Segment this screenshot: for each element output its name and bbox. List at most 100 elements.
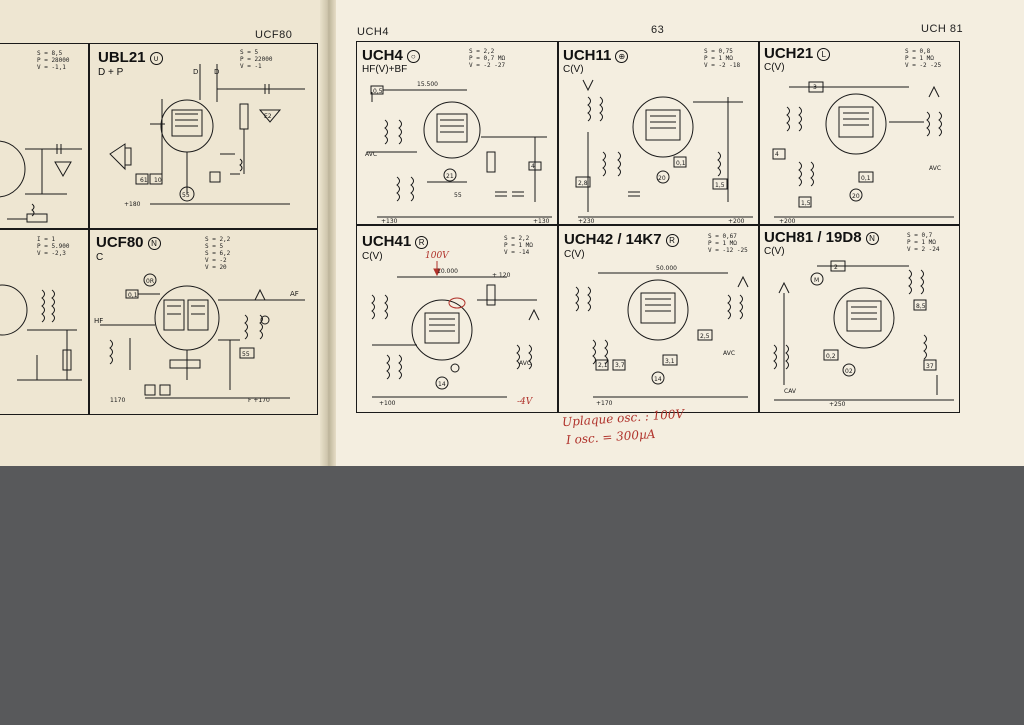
book-gutter (320, 0, 336, 466)
svg-text:1,5: 1,5 (715, 182, 725, 189)
base-type-badge: R (415, 235, 429, 249)
svg-text:14: 14 (438, 381, 446, 388)
scanner-background (0, 466, 1024, 725)
tube-title-text: UCH41 (362, 233, 412, 250)
svg-text:15.500: 15.500 (417, 81, 438, 88)
page-number: 63 (651, 24, 665, 36)
base-type-badge: ∪ (149, 51, 163, 65)
svg-text:37: 37 (926, 363, 934, 370)
svg-text:HF: HF (94, 317, 103, 325)
svg-text:0,1: 0,1 (861, 175, 871, 182)
handwritten-mark-neg4v: -4V (517, 397, 533, 407)
partial-schematic-cell-bottom: I = 1 P = 5.900 V = -2,3 (0, 229, 89, 415)
tube-specs: S = 2,2 S = 5 S = 6,2 V = -2 V = 20 (205, 236, 231, 271)
left-page (0, 0, 326, 466)
schematic-cell-ubl21: UBL21∪ D + P S = 5 P = 22000 V = -1 (89, 43, 318, 229)
svg-text:4: 4 (775, 151, 779, 158)
base-type-badge: R (665, 233, 679, 247)
tube-title-text: UCF80 (96, 234, 144, 251)
tube-function: C(V) (362, 251, 383, 262)
svg-text:AVC: AVC (929, 165, 941, 172)
schematic-uch4: 0,5 15.500 21 55 4 AVC +130 +130 (365, 81, 552, 225)
tube-function: D + P (98, 67, 124, 78)
schematic-uch41: 10.000 + 120 14 +100 AVC (371, 261, 540, 407)
schematic-cell-uch4: UCH4○ HF(V)+BF S = 2,2 P = 0,7 MΩ V = -2… (356, 41, 559, 226)
tube-specs: S = 0,67 P = 1 MΩ V = -12 -25 (708, 233, 748, 254)
svg-text:+ 120: + 120 (492, 272, 511, 279)
tube-specs: S = 0,75 P = 1 MΩ V = -2 -18 (704, 48, 741, 69)
svg-text:10: 10 (154, 177, 162, 184)
svg-text:+170: +170 (596, 400, 613, 407)
tube-function: C(V) (564, 249, 585, 260)
svg-text:AVC: AVC (519, 360, 531, 367)
schematic-ubl21: D D 61 10 55 +180 E2 (109, 64, 305, 208)
schematic-cell-uch11: UCH11⊕ C(V) S = 0,75 P = 1 MΩ V = -2 -18 (557, 41, 760, 226)
tube-title-text: UCH11 (563, 47, 612, 64)
partial-specs-bottom: I = 1 P = 5.900 V = -2,3 (37, 236, 70, 257)
svg-text:55: 55 (182, 192, 190, 199)
svg-text:E2: E2 (264, 113, 272, 120)
base-type-badge: ⊕ (615, 49, 629, 63)
partial-schematic-bottom (0, 284, 82, 381)
tube-title-text: UCH4 (362, 47, 403, 64)
svg-text:1170: 1170 (110, 397, 125, 404)
tube-function: C(V) (764, 246, 785, 257)
svg-text:F +170: F +170 (248, 397, 270, 404)
svg-text:3,7: 3,7 (615, 362, 625, 369)
tube-title-text: UCH81 / 19D8 (764, 229, 862, 246)
svg-text:+130: +130 (381, 218, 398, 225)
base-type-badge: N (865, 231, 879, 245)
tube-title-text: UCH42 / 14K7 (564, 231, 662, 248)
svg-text:+200: +200 (779, 218, 796, 225)
svg-text:8,5: 8,5 (916, 303, 926, 310)
schematic-ucf80: 0R 0,1 HF AF 55 1170 F +170 (94, 273, 305, 404)
schematic-uch11: 2,8 20 0,1 1,5 +230 +200 (575, 79, 753, 225)
partial-schematic-top (0, 140, 82, 223)
tube-title-text: UBL21 (98, 49, 146, 66)
svg-text:+130: +130 (533, 218, 550, 225)
tube-title: UBL21∪ (98, 49, 163, 66)
svg-text:AVC: AVC (365, 151, 377, 158)
svg-text:0,1: 0,1 (676, 160, 686, 167)
right-page-header-right: UCH 81 (921, 23, 964, 35)
svg-text:02: 02 (845, 368, 853, 375)
svg-text:2: 2 (834, 264, 838, 271)
tube-specs: S = 2,2 P = 0,7 MΩ V = -2 -27 (469, 48, 506, 69)
svg-text:2,5: 2,5 (700, 333, 710, 340)
schematic-uch21: 3 4 20 0,1 1,5 +200 AVC (772, 81, 954, 225)
svg-text:0,1: 0,1 (128, 292, 138, 299)
svg-text:10.000: 10.000 (437, 268, 458, 275)
right-page-header-left: UCH4 (357, 26, 389, 38)
tube-specs: S = 0,8 P = 1 MΩ V = -2 -25 (905, 48, 942, 69)
svg-text:+230: +230 (578, 218, 595, 225)
tube-title: UCH4○ (362, 47, 420, 64)
base-type-badge: L (817, 47, 831, 61)
svg-text:AVC: AVC (723, 350, 735, 357)
svg-text:0,2: 0,2 (826, 353, 836, 360)
right-page (332, 0, 1024, 466)
svg-text:+200: +200 (728, 218, 745, 225)
svg-text:2,8: 2,8 (578, 180, 588, 187)
svg-text:14: 14 (654, 376, 662, 383)
svg-text:0R: 0R (146, 278, 154, 285)
svg-text:+100: +100 (379, 400, 396, 407)
partial-specs-top: S = 8,5 P = 28000 V = -1,1 (37, 50, 70, 71)
schematic-uch81: M 2 0,2 02 8,5 37 CAV +250 (773, 260, 954, 408)
svg-text:0,5: 0,5 (373, 88, 383, 95)
svg-text:D: D (214, 68, 219, 76)
tube-function: C(V) (563, 64, 584, 75)
svg-text:55: 55 (242, 351, 250, 358)
svg-text:+250: +250 (829, 401, 846, 408)
svg-text:+180: +180 (124, 201, 141, 208)
base-type-badge: N (147, 236, 161, 250)
svg-text:20: 20 (852, 193, 860, 200)
svg-text:20: 20 (658, 175, 666, 182)
svg-text:21: 21 (446, 173, 454, 180)
